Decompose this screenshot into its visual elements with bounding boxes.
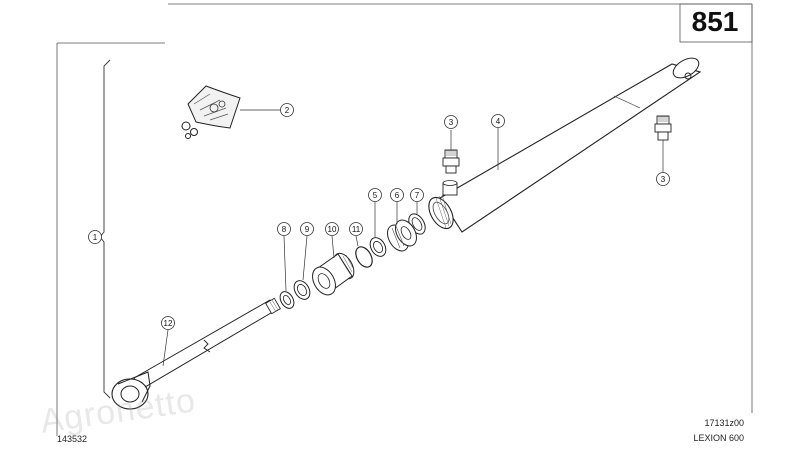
o-ring [355, 246, 373, 268]
callout-10: 10 [325, 222, 339, 236]
svg-text:2: 2 [285, 106, 290, 115]
svg-text:4: 4 [496, 117, 501, 126]
hydraulic-fitting-left [442, 149, 460, 174]
assembly-bracket [99, 59, 111, 399]
footer-left-code: 143532 [57, 434, 88, 444]
svg-text:10: 10 [328, 225, 337, 234]
hydraulic-fitting-right [654, 115, 672, 141]
callout-4: 4 [491, 114, 505, 128]
callout-6: 6 [390, 188, 404, 202]
svg-text:1: 1 [93, 233, 98, 242]
page-number: 851 [691, 6, 739, 37]
svg-text:3: 3 [661, 175, 666, 184]
svg-text:6: 6 [395, 191, 400, 200]
svg-text:3: 3 [449, 118, 454, 127]
wiper-ring [293, 280, 311, 300]
callout-7: 7 [410, 188, 424, 202]
svg-text:12: 12 [164, 319, 173, 328]
callout-9: 9 [300, 222, 314, 236]
svg-text:11: 11 [352, 225, 361, 234]
callout-3-left: 3 [444, 115, 458, 129]
callout-2: 2 [280, 103, 294, 117]
model-name: LEXION 600 [693, 433, 744, 443]
callout-11: 11 [349, 222, 363, 236]
svg-text:8: 8 [282, 225, 287, 234]
rod-seal-ring [279, 291, 295, 309]
piston-seal-ring [369, 237, 387, 257]
callouts: 1 2 3 3 4 5 6 7 8 9 10 11 12 [88, 103, 670, 330]
page-number-box [679, 3, 753, 43]
callout-12: 12 [161, 316, 175, 330]
gland-head [312, 252, 355, 296]
drawing-code: 17131z00 [704, 418, 744, 428]
callout-3-right: 3 [656, 172, 670, 186]
callout-5: 5 [368, 188, 382, 202]
callout-8: 8 [277, 222, 291, 236]
piston-rod [111, 297, 281, 410]
svg-text:5: 5 [373, 191, 378, 200]
cylinder-barrel [428, 57, 702, 233]
callout-1: 1 [88, 230, 102, 244]
piston [387, 219, 417, 252]
seal-kit-bag [181, 85, 241, 139]
svg-text:7: 7 [415, 191, 420, 200]
svg-text:9: 9 [305, 225, 310, 234]
